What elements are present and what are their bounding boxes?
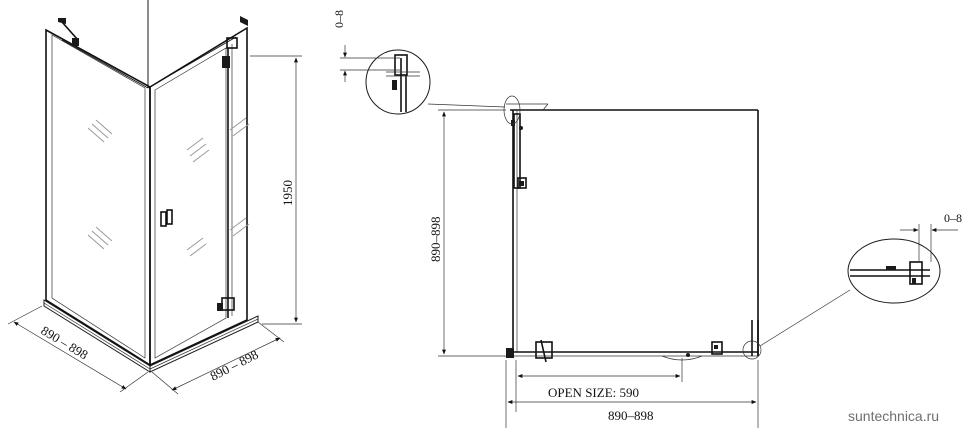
door-handle — [160, 209, 173, 227]
gap-top-label: 0–8 — [332, 10, 346, 28]
dimension-height: 1950 — [250, 55, 302, 325]
plan-fixed-panel — [511, 110, 527, 352]
height-label: 1950 — [280, 180, 295, 206]
open-size-label: OPEN SIZE: 590 — [548, 385, 639, 400]
width-label: 890–898 — [608, 408, 654, 423]
dimension-depth: 890–898 — [428, 109, 506, 357]
wall-bracket-top-left — [58, 18, 79, 46]
width-right-label: 890 – 898 — [208, 347, 261, 384]
isometric-view: 890 – 898 890 – 898 1950 — [7, 0, 302, 395]
door-glass-panel — [149, 26, 250, 367]
door-hinges — [217, 16, 248, 311]
plan-view: 0–8 0–8 890–898 OPEN S — [332, 10, 962, 428]
detail-right: 0–8 — [847, 211, 962, 304]
dimension-width: 890–898 — [505, 360, 759, 428]
watermark: suntechnica.ru — [848, 408, 939, 424]
detail-top: 0–8 — [332, 10, 431, 115]
plan-door — [506, 320, 759, 363]
gap-right-label: 0–8 — [944, 211, 962, 225]
dimension-width-left: 890 – 898 — [7, 305, 149, 393]
dimension-open-size: OPEN SIZE: 590 — [515, 358, 683, 412]
depth-label: 890–898 — [428, 217, 443, 263]
width-left-label: 890 – 898 — [38, 323, 90, 363]
